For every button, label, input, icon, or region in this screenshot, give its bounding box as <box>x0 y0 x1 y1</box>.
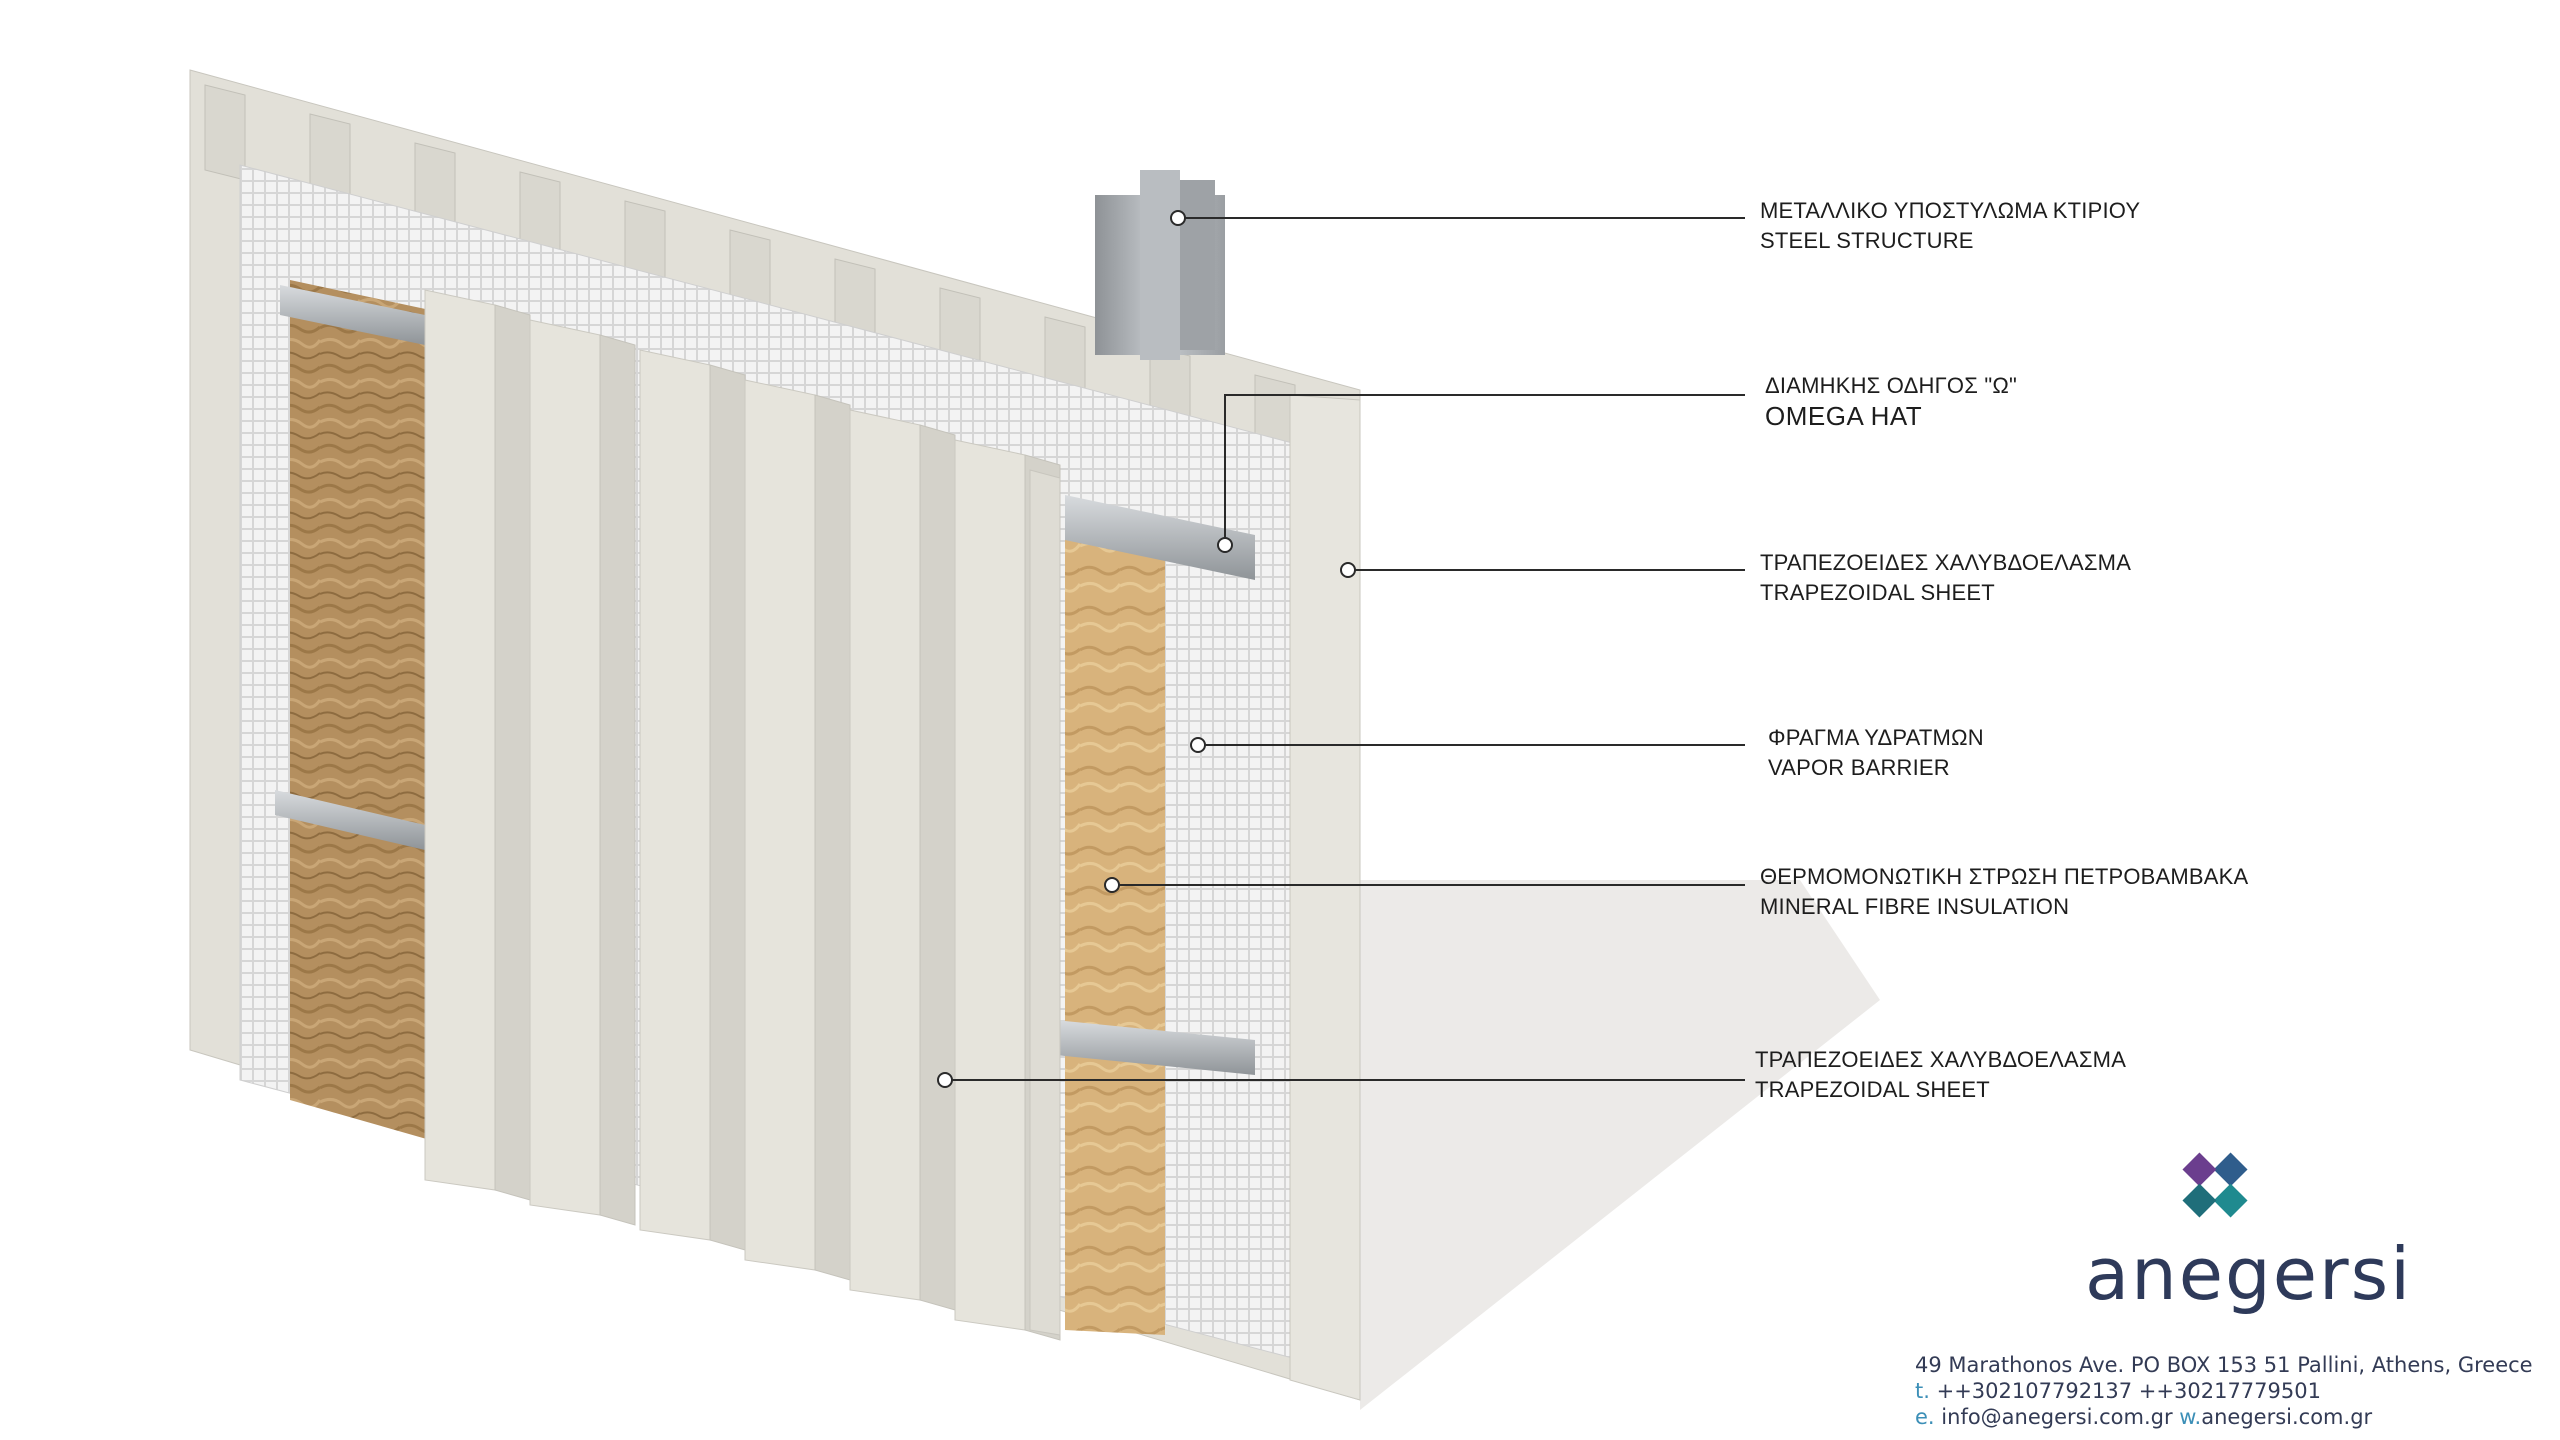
front-sheet-rib <box>529 319 601 1216</box>
contact-block: 49 Marathonos Ave. PO BOX 153 51 Pallini… <box>1915 1353 2533 1429</box>
phone: ++302107792137 ++30217779501 <box>1936 1379 2321 1403</box>
leader-dot <box>1170 210 1186 226</box>
front-trapezoidal-sheet <box>424 289 1061 1341</box>
leader-dot <box>937 1072 953 1088</box>
anegersi-logo-mark <box>2182 1152 2248 1218</box>
mineral-wool-right <box>1065 500 1165 1335</box>
front-sheet-rib <box>954 439 1026 1331</box>
leader-lines <box>937 210 1745 1088</box>
leader-line <box>1224 394 1745 545</box>
front-sheet-rib-side <box>814 394 851 1281</box>
leader-dot <box>1340 562 1356 578</box>
leader-dot <box>1190 737 1206 753</box>
label-omega-hat: ΔΙΑΜΗΚΗΣ ΟΔΗΓΟΣ "Ω"OMEGA HAT <box>1765 373 2018 431</box>
front-sheet-rib-side <box>919 424 956 1311</box>
leader-dot <box>1217 537 1233 553</box>
steel-column <box>1095 170 1225 360</box>
email: info@anegersi.com.gr <box>1941 1405 2173 1429</box>
front-sheet-rib-side <box>599 334 636 1226</box>
website: anegersi.com.gr <box>2201 1405 2373 1429</box>
front-sheet-end <box>1029 469 1061 1336</box>
floor-shadow <box>1360 880 1880 1410</box>
front-sheet-rib <box>849 409 921 1301</box>
brand-name: anegersi <box>2085 1232 2413 1316</box>
front-sheet-rib <box>744 379 816 1271</box>
outer-sheet-edge <box>1289 394 1361 1401</box>
omega-hat-rails <box>275 285 1255 1075</box>
back-sheet-rib <box>204 84 246 181</box>
leader-dot <box>1104 877 1120 893</box>
front-sheet-rib-side <box>494 304 531 1201</box>
address: 49 Marathonos Ave. PO BOX 153 51 Pallini… <box>1915 1353 2533 1377</box>
front-sheet-rib-side <box>709 364 746 1251</box>
mineral-wool-left <box>290 280 430 1140</box>
front-sheet-rib <box>424 289 496 1191</box>
front-sheet-rib <box>639 349 711 1241</box>
